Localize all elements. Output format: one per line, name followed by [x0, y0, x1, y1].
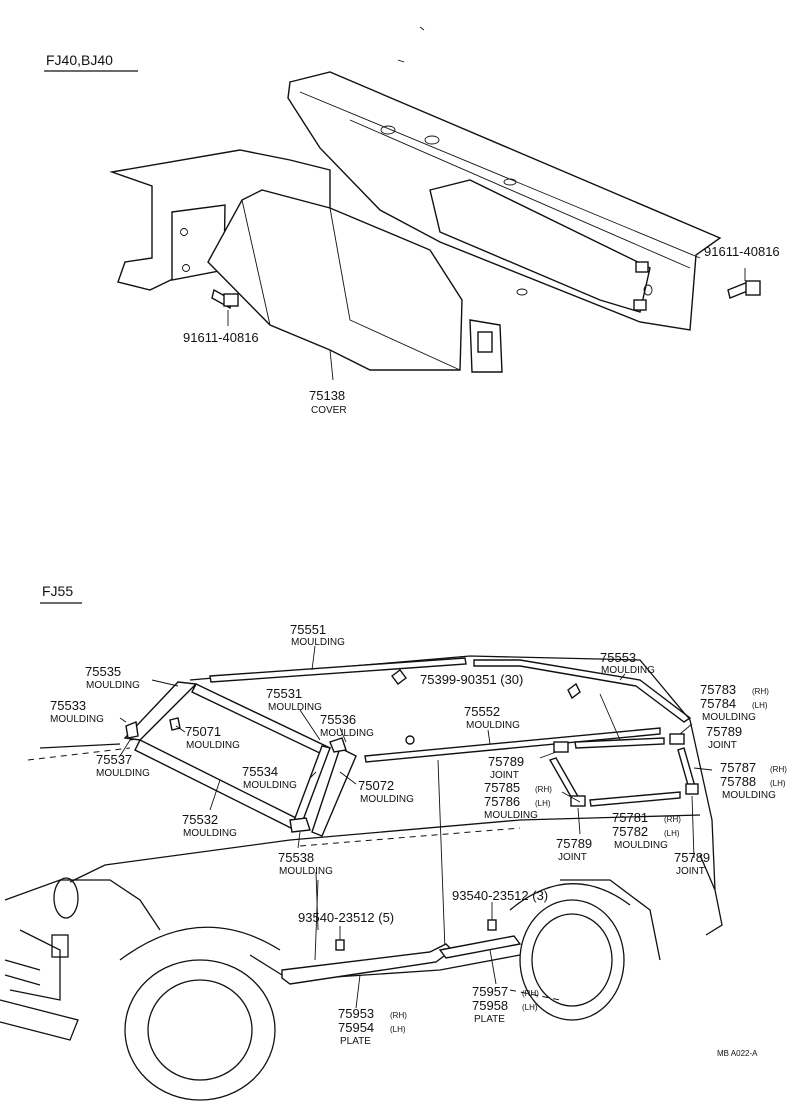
- callout-75531: 75531: [266, 686, 302, 701]
- callout-75538: 75538: [278, 850, 314, 865]
- callout-75071: 75071: [185, 724, 221, 739]
- section-fj55: FJ55: [0, 583, 787, 1101]
- callout-75789-a-name: JOINT: [708, 740, 737, 751]
- callout-75536: 75536: [320, 712, 356, 727]
- callout-75782-side: (LH): [664, 829, 680, 838]
- callout-75787: 75787: [720, 760, 756, 775]
- callout-75535-name: MOULDING: [86, 680, 140, 691]
- callout-75784-name: MOULDING: [702, 712, 756, 723]
- callout-93540-3: 93540-23512 (3): [452, 888, 548, 903]
- callout-75138: 75138: [309, 388, 345, 403]
- side-plates: [281, 919, 522, 985]
- cover-75138: [207, 189, 503, 373]
- callout-75553-name: MOULDING: [601, 665, 655, 676]
- footer-code: MB A022-A: [717, 1049, 758, 1058]
- callout-75953-side: (RH): [390, 1011, 407, 1020]
- callout-75072-name: MOULDING: [360, 794, 414, 805]
- callout-75785-side: (RH): [535, 785, 552, 794]
- windshield-mouldings: [123, 681, 357, 837]
- bolt-right-icon: [727, 280, 761, 299]
- callout-75072: 75072: [358, 778, 394, 793]
- callout-91611-left: 91611-40816: [183, 330, 259, 345]
- callout-75534-name: MOULDING: [243, 780, 297, 791]
- vehicle-body: [0, 655, 723, 1101]
- callout-75553: 75553: [600, 650, 636, 665]
- callout-75953: 75953: [338, 1006, 374, 1021]
- callout-75783: 75783: [700, 682, 736, 697]
- callout-75071-name: MOULDING: [186, 740, 240, 751]
- callout-75138-name: COVER: [311, 405, 347, 416]
- callout-93540-5: 93540-23512 (5): [298, 910, 394, 925]
- callout-75958-side: (LH): [522, 1003, 538, 1012]
- callout-75789-a: 75789: [706, 724, 742, 739]
- callout-75782: 75782: [612, 824, 648, 839]
- callout-75533-name: MOULDING: [50, 714, 104, 725]
- callout-75552: 75552: [464, 704, 500, 719]
- callout-75782-name: MOULDING: [614, 840, 668, 851]
- callout-75789-b: 75789: [488, 754, 524, 769]
- callout-75789-c: 75789: [556, 836, 592, 851]
- leader-lines: [119, 645, 713, 1009]
- callout-75785: 75785: [484, 780, 520, 795]
- callout-75536-name: MOULDING: [320, 728, 374, 739]
- callout-75786: 75786: [484, 794, 520, 809]
- callout-75954-side: (LH): [390, 1025, 406, 1034]
- callout-75551: 75551: [290, 622, 326, 637]
- callout-75958-name: PLATE: [474, 1014, 505, 1025]
- callout-91611-right: 91611-40816: [704, 244, 780, 259]
- callout-75783-side: (RH): [752, 687, 769, 696]
- callout-75537: 75537: [96, 752, 132, 767]
- callout-75537-name: MOULDING: [96, 768, 150, 779]
- callout-75788-side: (LH): [770, 779, 786, 788]
- callout-75784-side: (LH): [752, 701, 768, 710]
- callout-75958: 75958: [472, 998, 508, 1013]
- callout-75532: 75532: [182, 812, 218, 827]
- section-heading-fj40: FJ40,BJ40: [46, 52, 113, 68]
- callout-75784: 75784: [700, 696, 736, 711]
- callout-75538-name: MOULDING: [279, 866, 333, 877]
- callout-75399: 75399-90351 (30): [420, 672, 523, 687]
- callout-75957: 75957: [472, 984, 508, 999]
- callout-75789-b-name: JOINT: [490, 770, 519, 781]
- callout-75551-name: MOULDING: [291, 637, 345, 648]
- callout-75957-side: (RH): [522, 989, 539, 998]
- callout-75789-d: 75789: [674, 850, 710, 865]
- bolt-left-icon: [211, 288, 239, 310]
- rear-floor-frame: [109, 71, 722, 331]
- callout-75787-side: (RH): [770, 765, 787, 774]
- callout-75781: 75781: [612, 810, 648, 825]
- callout-75535: 75535: [85, 664, 121, 679]
- callout-75532-name: MOULDING: [183, 828, 237, 839]
- callout-75531-name: MOULDING: [268, 702, 322, 713]
- callout-75788: 75788: [720, 774, 756, 789]
- section-fj40: FJ40,BJ40: [44, 26, 780, 416]
- callout-75552-name: MOULDING: [466, 720, 520, 731]
- callout-75533: 75533: [50, 698, 86, 713]
- callout-75786-name: MOULDING: [484, 810, 538, 821]
- callout-75788-name: MOULDING: [722, 790, 776, 801]
- section-heading-fj55: FJ55: [42, 583, 73, 599]
- callout-75789-c-name: JOINT: [558, 852, 587, 863]
- callout-75781-side: (RH): [664, 815, 681, 824]
- callout-75534: 75534: [242, 764, 278, 779]
- callout-75789-d-name: JOINT: [676, 866, 705, 877]
- roof-mouldings: [209, 657, 699, 807]
- callout-75954-name: PLATE: [340, 1036, 371, 1047]
- callout-75786-side: (LH): [535, 799, 551, 808]
- callout-75954: 75954: [338, 1020, 374, 1035]
